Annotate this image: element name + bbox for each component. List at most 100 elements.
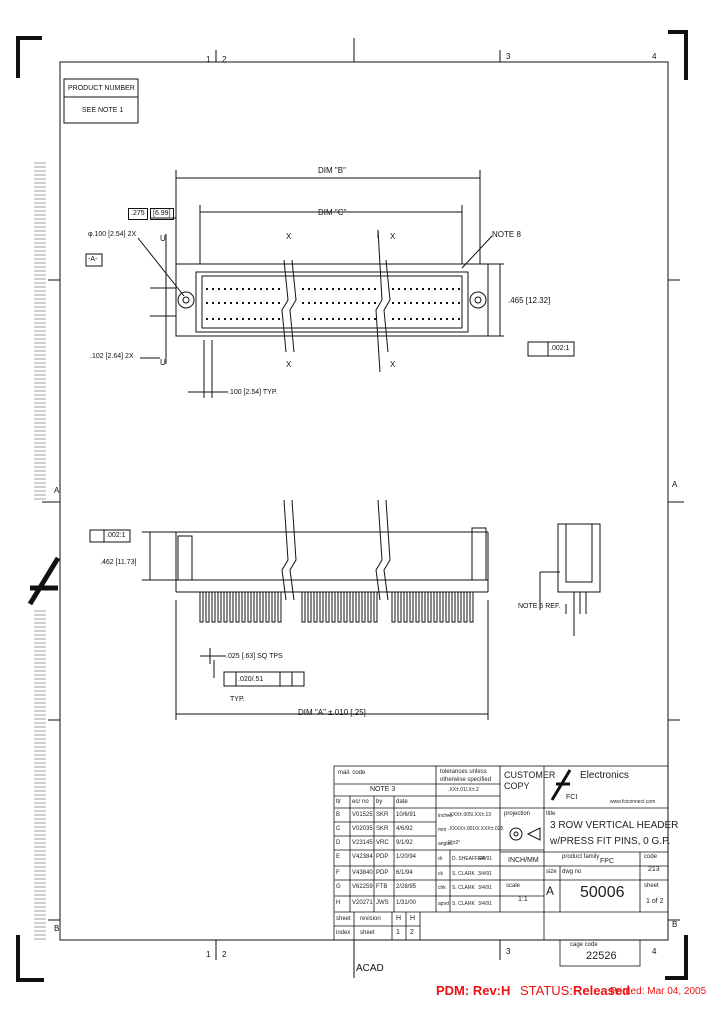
rev-cell: V42384 [352, 854, 373, 860]
tolerance-value: .XXXX±.0010/.XXX±.025 [448, 826, 504, 832]
product-number-label: PRODUCT NUMBER [68, 85, 135, 92]
pin-hole [254, 318, 256, 320]
flatness-2-label: .002:1 [106, 532, 126, 539]
tolerance-unit: inches [438, 813, 453, 819]
zone-b-right: B [672, 920, 678, 929]
press-fit-pin [235, 591, 240, 623]
pin-hole [326, 302, 328, 304]
rev-row-1: H [396, 915, 402, 922]
pin-hole [368, 288, 370, 290]
rev-cell: G [336, 884, 341, 890]
pin-hole [278, 302, 280, 304]
pin-hole [404, 318, 406, 320]
tolerance-label: tolerances unless otherwise specified [440, 769, 492, 783]
pin-hole [218, 288, 220, 290]
pin-hole [416, 302, 418, 304]
customer-copy-label: CUSTOMER COPY [504, 770, 556, 791]
pin-hole [218, 302, 220, 304]
press-fit-pin [445, 591, 450, 623]
drawing-title: 3 ROW VERTICAL HEADER [550, 820, 679, 831]
pin-hole [422, 288, 424, 290]
press-fit-pin [439, 591, 444, 623]
signoff-date: 3/4/91 [478, 856, 492, 862]
press-fit-pin [361, 591, 366, 623]
zone-3-top: 3 [506, 52, 511, 61]
press-fit-pin [313, 591, 318, 623]
rev-cell: 6/1/94 [396, 870, 413, 876]
position-tolerance-label: .020/.51 [238, 676, 264, 683]
size-value: A [546, 884, 555, 898]
pin-hole [344, 318, 346, 320]
pin-hole [422, 302, 424, 304]
pin-hole [332, 318, 334, 320]
press-fit-pin [247, 591, 252, 623]
sheet-label: sheet [644, 883, 659, 889]
note8-label: NOTE 8 [492, 230, 521, 239]
zone-a-left: A [54, 486, 60, 495]
press-fit-pin [397, 591, 402, 623]
rev-cell: F [336, 870, 340, 876]
pin-hole [260, 288, 262, 290]
pin-hole [356, 302, 358, 304]
scale-value: 1:1 [518, 896, 528, 903]
pin-hole [434, 302, 436, 304]
pin-hole [350, 288, 352, 290]
pin-hole [326, 288, 328, 290]
press-fit-pin [421, 591, 426, 623]
press-fit-pin [457, 591, 462, 623]
press-fit-pin [433, 591, 438, 623]
pin-hole [302, 288, 304, 290]
pin-hole [326, 318, 328, 320]
acad-label: ACAD [356, 963, 384, 974]
press-fit-pin [337, 591, 342, 623]
pin-hole [446, 318, 448, 320]
tolerance-unit: angles [438, 841, 453, 847]
rev-header-ecr-no: ecr no [352, 799, 369, 805]
pin-hole [392, 302, 394, 304]
pin-hole [404, 302, 406, 304]
press-fit-pin [265, 591, 270, 623]
size-label: size [546, 869, 557, 875]
dim-a-label: DIM "A" ±.010 [.25] [298, 708, 366, 717]
drawing-title-2: w/PRESS FIT PINS, 0 G.P. [550, 836, 671, 847]
pdm-revision: PDM: Rev:H [436, 983, 511, 998]
company-name: Electronics [580, 770, 629, 781]
pin-hole [416, 288, 418, 290]
rev-cell: FTB [376, 884, 388, 890]
dim-275-mm-label: [6.99] [150, 208, 174, 220]
press-fit-pin [463, 591, 468, 623]
signoff-role: chk [438, 885, 446, 891]
flatness-1-label: .002:1 [550, 345, 570, 352]
fci-name: FCI [566, 794, 578, 801]
rev-cell: V62259 [352, 884, 373, 890]
press-fit-pin [211, 591, 216, 623]
pin-hole [314, 318, 316, 320]
pin-hole [308, 318, 310, 320]
rev-header-ltr: ltr [336, 799, 341, 805]
pin-hole [446, 288, 448, 290]
pin-hole [242, 288, 244, 290]
pin-hole [428, 288, 430, 290]
pin-hole [236, 318, 238, 320]
press-fit-pin [277, 591, 282, 623]
rev-cell: 2/28/95 [396, 884, 417, 890]
signoff-date: 3/4/91 [478, 885, 492, 891]
product-family-label: product family [562, 854, 600, 860]
pin-hole [242, 318, 244, 320]
section-x-right-bottom: X [390, 360, 396, 369]
dim-465-label: .465 [12.32] [508, 296, 551, 305]
product-family-value: FPC [600, 858, 614, 865]
pin-hole [458, 318, 460, 320]
sheet-row-2: 2 [410, 929, 414, 936]
pin-hole [434, 288, 436, 290]
pin-hole [452, 288, 454, 290]
rev-row-2: H [410, 915, 416, 922]
pin-hole [314, 302, 316, 304]
pin-hole [266, 318, 268, 320]
pin-hole [410, 288, 412, 290]
pin-hole [374, 288, 376, 290]
pin-hole [410, 318, 412, 320]
pin-hole [398, 318, 400, 320]
pin-hole [212, 302, 214, 304]
rev-cell: V20271 [352, 900, 373, 906]
